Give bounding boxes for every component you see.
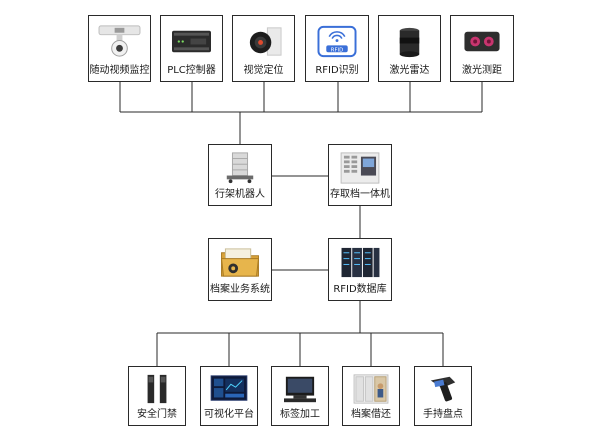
node-label: 激光雷达 bbox=[389, 65, 430, 76]
node-label-processing: 标签加工 bbox=[271, 366, 329, 426]
security-gate-icon bbox=[137, 373, 177, 405]
node-storage-terminal: 存取档一体机 bbox=[328, 144, 392, 206]
node-label: PLC控制器 bbox=[167, 65, 216, 76]
archive-folder-icon bbox=[217, 245, 263, 280]
laser-rangefinder-icon bbox=[459, 22, 505, 61]
archive-cabinet-icon bbox=[351, 373, 391, 405]
node-lidar: 激光雷达 bbox=[378, 15, 441, 82]
node-rfid-recognition: RFID RFID识别 bbox=[305, 15, 369, 82]
node-label: 安全门禁 bbox=[137, 409, 177, 420]
node-rfid-database: RFID数据库 bbox=[328, 238, 392, 301]
node-label: 可视化平台 bbox=[204, 409, 254, 420]
rfid-tag-icon: RFID bbox=[314, 22, 360, 61]
node-handheld-inventory: 手持盘点 bbox=[414, 366, 472, 426]
vision-camera-icon bbox=[241, 22, 286, 61]
node-gantry-robot: 行架机器人 bbox=[208, 144, 272, 206]
storage-terminal-icon bbox=[337, 151, 383, 185]
gantry-robot-icon bbox=[217, 151, 263, 185]
plc-controller-icon bbox=[169, 22, 214, 61]
node-video-surveillance: 随动视频监控 bbox=[88, 15, 151, 82]
node-plc-controller: PLC控制器 bbox=[160, 15, 223, 82]
node-visual-platform: 可视化平台 bbox=[200, 366, 258, 426]
surveillance-camera-icon bbox=[97, 22, 142, 61]
node-label: 存取档一体机 bbox=[330, 189, 390, 200]
node-label: RFID数据库 bbox=[333, 284, 387, 295]
node-security-gate: 安全门禁 bbox=[128, 366, 186, 426]
label-printer-icon bbox=[280, 373, 320, 405]
node-label: 手持盘点 bbox=[423, 409, 463, 420]
node-label: 标签加工 bbox=[280, 409, 320, 420]
database-server-icon bbox=[337, 245, 383, 280]
node-label: 档案业务系统 bbox=[210, 284, 270, 295]
node-label: RFID识别 bbox=[315, 65, 359, 76]
node-label: 档案借还 bbox=[351, 409, 391, 420]
node-vision-positioning: 视觉定位 bbox=[232, 15, 295, 82]
handheld-scanner-icon bbox=[423, 373, 463, 405]
node-laser-ranging: 激光测距 bbox=[450, 15, 514, 82]
node-label: 激光测距 bbox=[462, 65, 502, 76]
node-label: 视觉定位 bbox=[243, 65, 284, 76]
dashboard-screen-icon bbox=[209, 373, 249, 405]
svg-text:RFID: RFID bbox=[331, 47, 344, 53]
node-archive-system: 档案业务系统 bbox=[208, 238, 272, 301]
node-label: 行架机器人 bbox=[215, 189, 265, 200]
lidar-sensor-icon bbox=[387, 22, 432, 61]
node-label: 随动视频监控 bbox=[89, 65, 150, 76]
node-archive-borrow: 档案借还 bbox=[342, 366, 400, 426]
